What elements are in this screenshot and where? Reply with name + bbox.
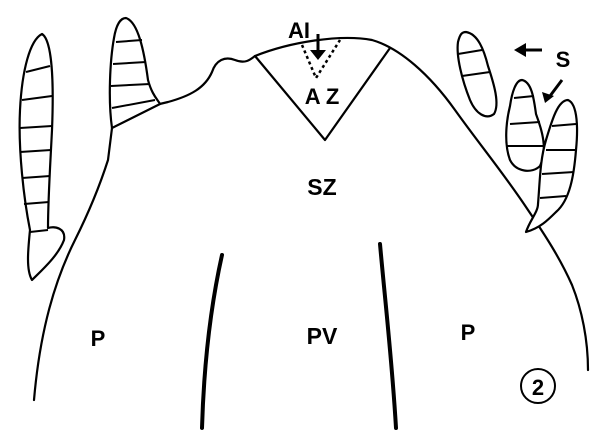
spore-arrow-1-head bbox=[514, 43, 526, 57]
spores-label: S bbox=[556, 47, 571, 72]
apical-initial-outline bbox=[302, 40, 340, 78]
periclinal-vein-label: PV bbox=[307, 323, 338, 349]
figure-number-label: 2 bbox=[532, 375, 544, 400]
vein-line-right bbox=[380, 244, 396, 428]
apical-initial-label: AI bbox=[288, 18, 310, 43]
apical-zone-label: A Z bbox=[305, 84, 340, 109]
spore-left-inner bbox=[110, 18, 160, 128]
paraphysis-right-label: P bbox=[461, 320, 476, 345]
vein-line-left bbox=[202, 255, 222, 428]
apical-initial-arrow-head bbox=[310, 50, 326, 60]
subapical-zone-label: SZ bbox=[307, 174, 336, 200]
spore-arrow-2-shaft bbox=[550, 80, 562, 96]
paraphysis-left-label: P bbox=[91, 326, 106, 351]
spore-right-2 bbox=[506, 80, 544, 171]
